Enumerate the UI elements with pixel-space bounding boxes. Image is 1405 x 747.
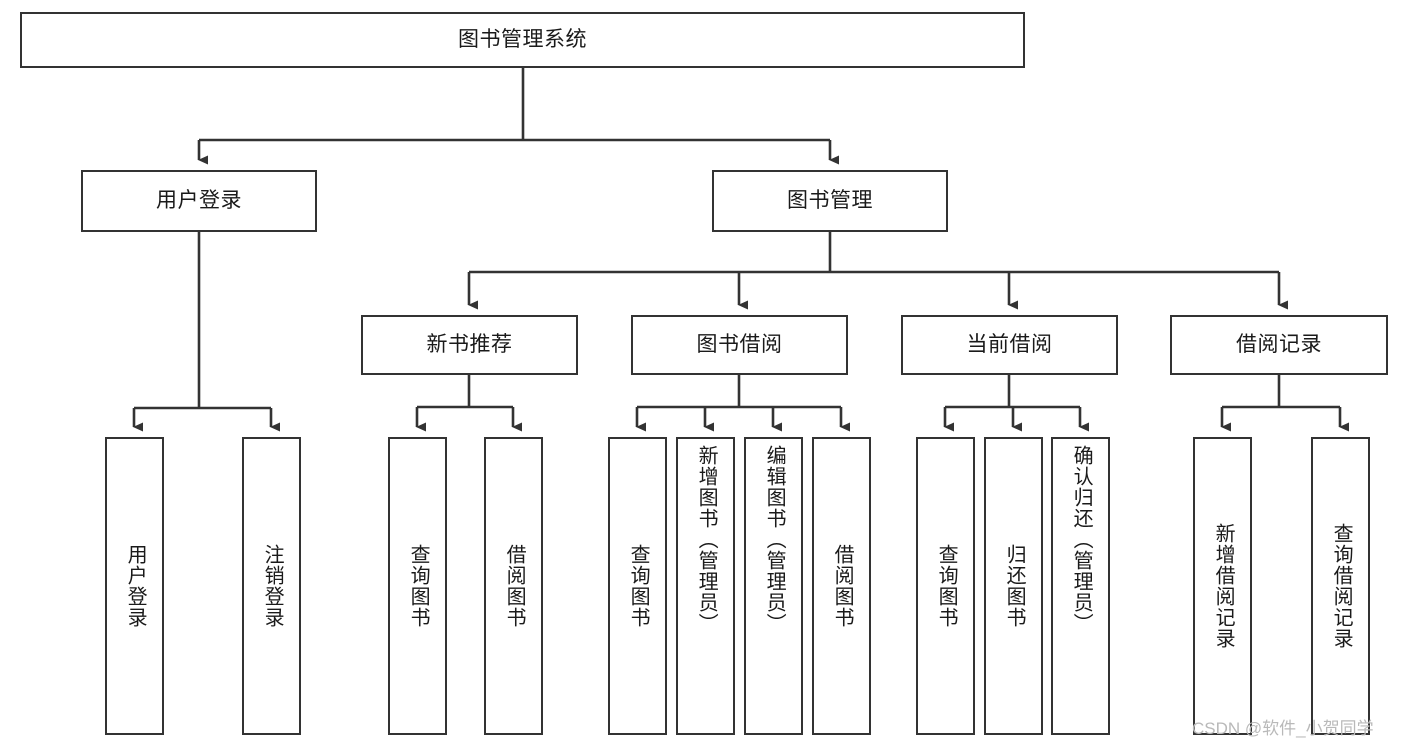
leaf-return-book[interactable]: 归还图书	[984, 437, 1043, 735]
node-label: 注销登录	[261, 544, 284, 628]
node-label: 新增借阅记录	[1212, 523, 1235, 649]
node-new-book-recommend[interactable]: 新书推荐	[361, 315, 578, 375]
leaf-user-login[interactable]: 用户登录	[105, 437, 164, 735]
leaf-query-book-current[interactable]: 查询图书	[916, 437, 975, 735]
node-label: 确认归还（管理员）	[1070, 445, 1093, 634]
node-label: 新书推荐	[426, 332, 513, 356]
node-label: 新增图书（管理员）	[695, 445, 718, 634]
node-label: 借阅记录	[1236, 332, 1322, 356]
leaf-borrow-book-borrow[interactable]: 借阅图书	[812, 437, 871, 735]
leaf-add-borrow-record[interactable]: 新增借阅记录	[1193, 437, 1252, 735]
node-label: 借阅图书	[503, 544, 526, 628]
node-label: 查询图书	[407, 544, 430, 628]
node-user-login[interactable]: 用户登录	[81, 170, 317, 232]
node-book-borrow[interactable]: 图书借阅	[631, 315, 848, 375]
leaf-edit-book-admin[interactable]: 编辑图书（管理员）	[744, 437, 803, 735]
leaf-query-book-borrow[interactable]: 查询图书	[608, 437, 667, 735]
node-borrow-record[interactable]: 借阅记录	[1170, 315, 1388, 375]
leaf-add-book-admin[interactable]: 新增图书（管理员）	[676, 437, 735, 735]
leaf-borrow-book-new-recommend[interactable]: 借阅图书	[484, 437, 543, 735]
node-current-borrow[interactable]: 当前借阅	[901, 315, 1118, 375]
node-label: 用户登录	[124, 544, 147, 628]
node-label: 用户登录	[156, 188, 242, 212]
node-label: 查询借阅记录	[1330, 523, 1353, 649]
node-root-book-management-system[interactable]: 图书管理系统	[20, 12, 1025, 68]
node-label: 查询图书	[627, 544, 650, 628]
node-label: 当前借阅	[966, 332, 1053, 356]
node-label: 图书管理	[787, 188, 873, 212]
node-label: 查询图书	[935, 544, 958, 628]
node-label: 图书管理系统	[458, 27, 587, 51]
leaf-query-borrow-record[interactable]: 查询借阅记录	[1311, 437, 1370, 735]
node-book-management[interactable]: 图书管理	[712, 170, 948, 232]
leaf-user-logout[interactable]: 注销登录	[242, 437, 301, 735]
leaf-confirm-return-admin[interactable]: 确认归还（管理员）	[1051, 437, 1110, 735]
node-label: 归还图书	[1003, 544, 1026, 628]
csdn-watermark: CSDN @软件_小贺同学	[1192, 719, 1374, 738]
node-label: 借阅图书	[831, 544, 854, 628]
leaf-query-book-new-recommend[interactable]: 查询图书	[388, 437, 447, 735]
node-label: 编辑图书（管理员）	[763, 445, 786, 634]
node-label: 图书借阅	[696, 332, 783, 356]
